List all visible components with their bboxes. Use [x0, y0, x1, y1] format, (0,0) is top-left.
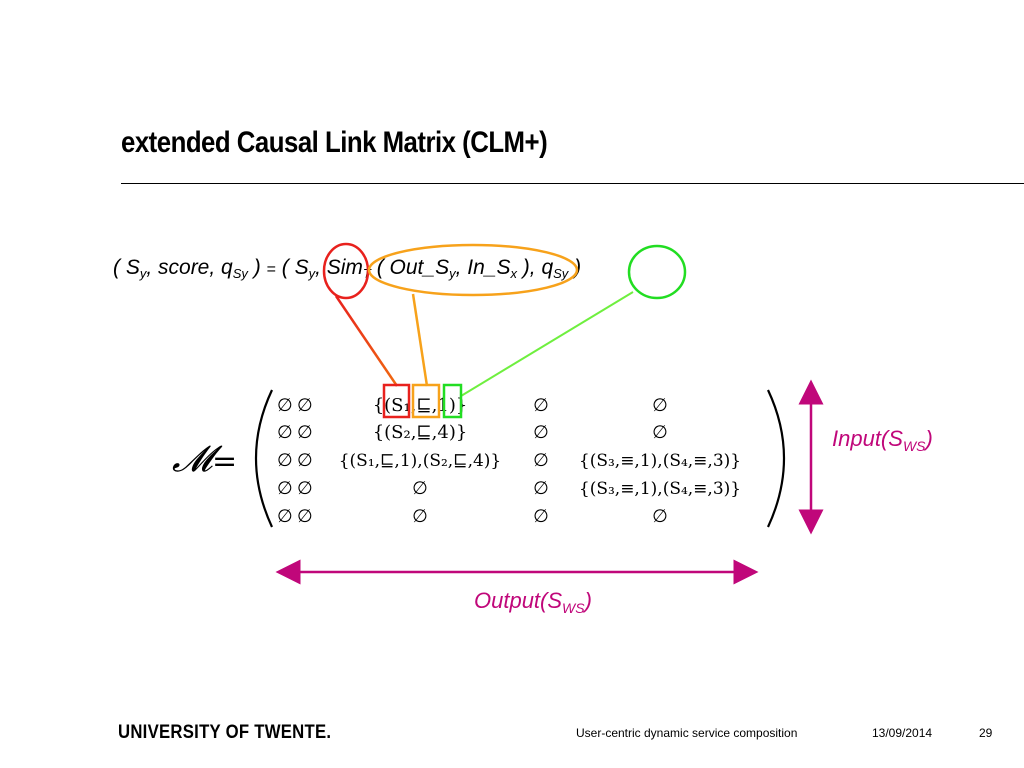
orange-highlight-box	[411, 383, 441, 419]
cell-r5-c3: ∅	[412, 506, 428, 527]
cell-r2-c5: ∅	[652, 422, 668, 443]
cell-r4-c3: ∅	[412, 478, 428, 499]
cell-r3-c1: ∅	[277, 450, 293, 471]
title-divider	[121, 183, 1024, 184]
left-parenthesis	[254, 389, 273, 528]
matrix-equals: =	[212, 444, 237, 479]
cell-r4-c1: ∅	[277, 478, 293, 499]
cell-r5-c2: ∅	[297, 506, 313, 527]
cell-r4-c4: ∅	[533, 478, 549, 499]
cell-r1-c2: ∅	[297, 395, 313, 416]
red-highlight-box	[382, 383, 411, 419]
green-connector-line	[460, 291, 634, 397]
output-label: Output(SWS)	[474, 588, 592, 616]
right-parenthesis	[767, 389, 786, 528]
cell-r1-c5: ∅	[652, 395, 668, 416]
red-connector-line	[334, 295, 399, 387]
footer-subject: User-centric dynamic service composition	[576, 726, 798, 740]
green-highlight-box	[442, 383, 463, 419]
input-label: Input(SWS)	[832, 426, 933, 454]
cell-r1-c4: ∅	[533, 395, 549, 416]
red-highlight-circle	[322, 242, 370, 300]
cell-r2-c1: ∅	[277, 422, 293, 443]
cell-r3-c5: {(S₃,≡,1),(S₄,≡,3)}	[579, 451, 741, 471]
orange-highlight-ellipse	[367, 243, 579, 297]
green-highlight-circle	[627, 244, 687, 300]
footer-page-number: 29	[979, 726, 993, 740]
orange-connector-line	[411, 293, 429, 387]
cell-r1-c3: {(S₁,⊑,1)}	[373, 395, 468, 416]
cell-r5-c1: ∅	[277, 506, 293, 527]
cell-r3-c2: ∅	[297, 450, 313, 471]
cell-r3-c4: ∅	[533, 450, 549, 471]
cell-r4-c5: {(S₃,≡,1),(S₄,≡,3)}	[579, 479, 741, 499]
footer-date: 13/09/2014	[872, 726, 933, 740]
slide-title: extended Causal Link Matrix (CLM+)	[121, 126, 548, 159]
cell-r3-c3: {(S₁,⊑,1),(S₂,⊑,4)}	[339, 451, 502, 471]
cell-r2-c4: ∅	[533, 422, 549, 443]
cell-r2-c3: {(S₂,⊑,4)}	[373, 422, 468, 443]
university-logo: UNIVERSITY OF TWENTE.	[118, 722, 332, 743]
cell-r5-c5: ∅	[652, 506, 668, 527]
cell-r2-c2: ∅	[297, 422, 313, 443]
matrix-cells: ∅ ∅ {(S₁,⊑,1)} ∅ ∅ ∅ ∅ {(S₂,⊑,4)} ∅ ∅ ∅ …	[277, 395, 741, 527]
cell-r1-c1: ∅	[277, 395, 293, 416]
tuple-formula: ( Sy, score, qSy ) = ( Sy, SimT ( Out_Sy…	[113, 256, 582, 281]
cell-r5-c4: ∅	[533, 506, 549, 527]
cell-r4-c2: ∅	[297, 478, 313, 499]
